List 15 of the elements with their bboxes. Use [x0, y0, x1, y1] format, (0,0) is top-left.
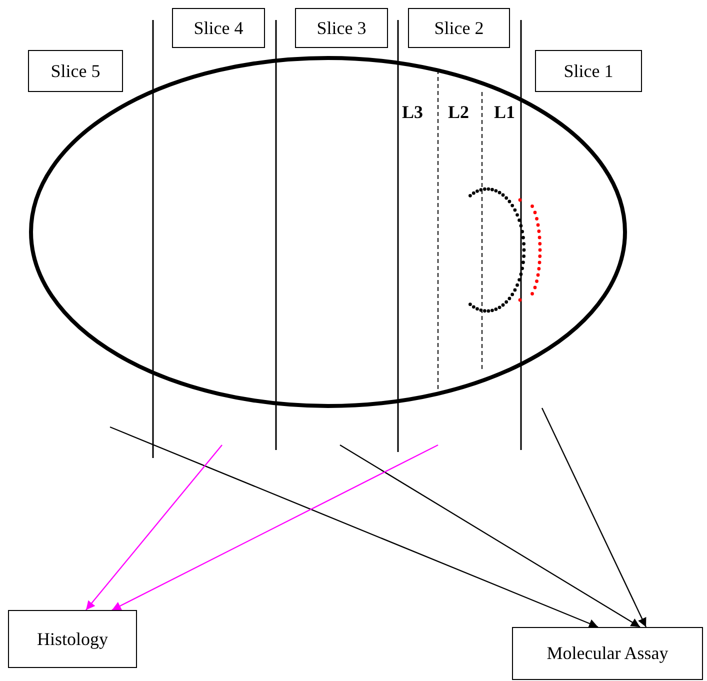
label-box: Histology [8, 610, 137, 668]
arrow [112, 444, 438, 611]
label-box: Slice 4 [172, 8, 265, 48]
layer-label: L3 [402, 103, 424, 121]
label-box: Molecular Assay [512, 627, 703, 680]
arrow [110, 426, 598, 628]
label-box: Slice 5 [28, 50, 123, 92]
label-box: Slice 1 [535, 50, 642, 92]
label-box: Slice 2 [408, 8, 510, 48]
layer-label: L2 [448, 103, 470, 121]
layer-label: L1 [494, 103, 516, 121]
arrow [86, 444, 222, 610]
label-box: Slice 3 [295, 8, 388, 48]
arrow [541, 408, 647, 628]
arrow [340, 444, 640, 628]
